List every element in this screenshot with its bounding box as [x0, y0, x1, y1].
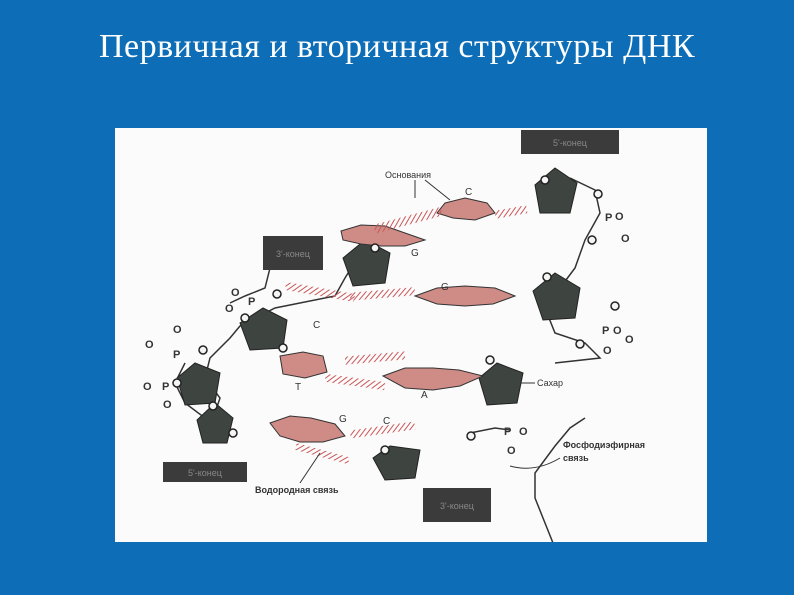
base-letter: T — [295, 382, 301, 393]
oxygen-label: O — [519, 426, 528, 438]
end-tag-top-right: 5'-конец — [521, 130, 619, 154]
sugar-rings — [176, 167, 581, 481]
oxygen-label: O — [615, 211, 624, 223]
sugar-ring — [372, 445, 421, 481]
base-ring — [436, 197, 496, 221]
base-ring — [279, 351, 328, 379]
base-letter: C — [383, 416, 390, 427]
dna-diagram: P O O P O O O P O O P O O P O O P O O C … — [143, 130, 645, 542]
label-hydrogen-bond: Водородная связь — [255, 485, 339, 495]
end-tag-label: 5'-конец — [188, 468, 222, 478]
end-tag-left-upper: 3'-конец — [263, 236, 323, 270]
base-letter: G — [339, 414, 347, 425]
sugar-ring — [532, 272, 581, 321]
phosphorus-label: P — [605, 212, 612, 224]
base-letters: C G G C T A G C — [295, 187, 472, 427]
end-tag-label: 3'-конец — [440, 501, 474, 511]
oxygen-label: O — [507, 445, 516, 457]
oxygen-label: O — [621, 233, 630, 245]
phosphorus-label: P — [173, 349, 180, 361]
label-sugar: Сахар — [537, 378, 563, 388]
sugar-ring — [342, 239, 391, 287]
phosphate-atom-labels: P O O P O O O P O O P O O P O O P O O — [143, 211, 634, 457]
phosphorus-label: P — [602, 325, 609, 337]
base-ring — [269, 415, 346, 443]
oxygen-label: O — [143, 381, 152, 393]
oxygen-atom — [542, 272, 552, 282]
base-letter: G — [441, 282, 449, 293]
label-bases: Основания — [385, 170, 431, 180]
oxygen-atom — [240, 313, 250, 323]
oxygen-atom — [380, 445, 390, 455]
base-ring — [381, 367, 485, 391]
slide-title: Первичная и вторичная структуры ДНК — [98, 28, 696, 65]
oxygen-atom — [208, 401, 218, 411]
oxygen-label: O — [603, 345, 612, 357]
oxygen-atom — [540, 175, 550, 185]
hydrogen-bonds — [284, 205, 528, 465]
sugar-ring — [534, 167, 578, 214]
oxygen-atom — [466, 431, 476, 441]
oxygen-label: O — [625, 334, 634, 346]
base-ring — [340, 224, 427, 247]
end-tag-bottom: 3'-конец — [423, 488, 491, 522]
oxygen-label: O — [225, 303, 234, 315]
oxygen-atom — [610, 301, 620, 311]
dna-structure-figure: P O O P O O O P O O P O O P O O P O O C … — [115, 128, 707, 542]
label-phosphodiester-2: связь — [563, 453, 589, 463]
phosphorus-label: P — [162, 381, 169, 393]
phosphodiester-bracket — [509, 457, 561, 469]
oxygen-atom — [272, 289, 282, 299]
base-letter: C — [313, 320, 320, 331]
oxygen-label: O — [145, 339, 154, 351]
base-letter: C — [465, 187, 472, 198]
sugar-ring — [478, 362, 524, 406]
oxygen-atom — [370, 243, 380, 253]
end-tag-label: 3'-конец — [276, 249, 310, 259]
leader-line — [299, 452, 321, 484]
oxygen-label: O — [163, 399, 172, 411]
oxygen-label: O — [231, 287, 240, 299]
oxygen-label: O — [173, 324, 182, 336]
end-tag-label: 5'-конец — [553, 138, 587, 148]
base-letter: A — [421, 390, 428, 401]
oxygen-atom — [575, 339, 585, 349]
oxygen-label: O — [613, 325, 622, 337]
oxygen-atom — [278, 343, 288, 353]
base-ring — [413, 285, 517, 307]
leader-line — [424, 179, 451, 201]
sugar-ring — [196, 402, 234, 444]
phosphorus-label: P — [248, 296, 255, 308]
oxygen-atom — [485, 355, 495, 365]
oxygen-atoms — [172, 175, 620, 455]
bases — [269, 197, 517, 443]
oxygen-atom — [172, 378, 182, 388]
label-phosphodiester-1: Фосфодиэфирная — [563, 440, 645, 450]
oxygen-atom — [587, 235, 597, 245]
base-letter: G — [411, 248, 419, 259]
end-tag-left-lower: 5'-конец — [163, 462, 247, 482]
oxygen-atom — [198, 345, 208, 355]
sugar-ring — [176, 362, 221, 406]
oxygen-atom — [228, 428, 238, 438]
phosphorus-label: P — [504, 426, 511, 438]
oxygen-atom — [593, 189, 603, 199]
